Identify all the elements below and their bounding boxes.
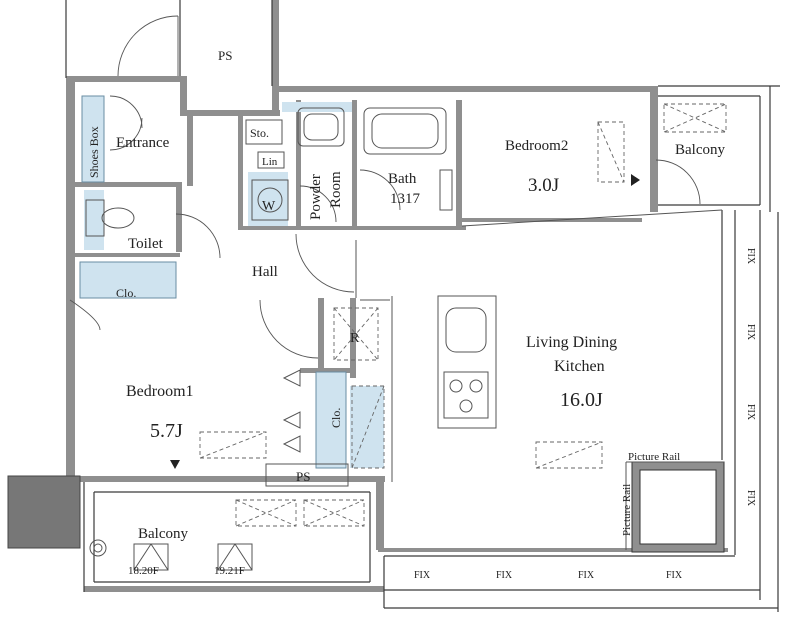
sto-label: Sto. bbox=[250, 126, 269, 140]
ldk-size-label: 16.0J bbox=[560, 389, 603, 411]
closet-mid-panel bbox=[350, 386, 384, 468]
toilet-icon bbox=[85, 199, 105, 237]
direction-marker-bedroom2 bbox=[631, 174, 640, 186]
bath-size-label: 1317 bbox=[390, 191, 421, 207]
closet-left-label: Clo. bbox=[116, 286, 136, 300]
lin-label: Lin bbox=[262, 156, 278, 168]
powder-room-label-1: Powder bbox=[308, 174, 324, 220]
balcony-bottom-label: Balcony bbox=[138, 526, 188, 542]
balcony-top-label: Balcony bbox=[675, 142, 725, 158]
powder-room-label-2: Room bbox=[328, 171, 344, 208]
exterior-unit-block bbox=[7, 475, 81, 549]
stove-icon bbox=[443, 371, 489, 419]
hall-label: Hall bbox=[252, 264, 278, 280]
washer-icon bbox=[251, 179, 289, 221]
fix-right-2: FIX bbox=[745, 324, 756, 341]
closet-mid-label: Clo. bbox=[329, 408, 343, 428]
fix-right-1: FIX bbox=[745, 248, 756, 265]
toilet-label: Toilet bbox=[128, 236, 164, 252]
shoes-box-label: Shoes Box bbox=[87, 126, 101, 178]
bedroom1-size-label: 5.7J bbox=[150, 420, 183, 442]
fix-bottom-3: FIX bbox=[578, 570, 595, 581]
closet-left-area bbox=[79, 261, 177, 299]
picture-rail-horizontal-label: Picture Rail bbox=[628, 451, 680, 463]
entrance-label: Entrance bbox=[116, 135, 170, 151]
drain-icon bbox=[89, 539, 107, 557]
ps-bottom-label: PS bbox=[296, 469, 310, 484]
fix-right-4: FIX bbox=[745, 490, 756, 507]
bath-label: Bath bbox=[388, 171, 417, 187]
bedroom1-label: Bedroom1 bbox=[126, 383, 194, 400]
shoes-box-area bbox=[81, 95, 105, 183]
room-labels: PS Shoes Box Entrance Sto. Lin W Powder … bbox=[87, 48, 725, 577]
kitchen-counter bbox=[437, 295, 497, 429]
w-label: W bbox=[262, 199, 276, 214]
fix-bottom-2: FIX bbox=[496, 570, 513, 581]
floor-label-a: 18.20F bbox=[128, 565, 159, 577]
fix-bottom-4: FIX bbox=[666, 570, 683, 581]
fixtures bbox=[85, 103, 727, 571]
sink-icon bbox=[297, 107, 345, 147]
bathtub-icon bbox=[363, 107, 447, 155]
bedroom2-size-label: 3.0J bbox=[528, 175, 559, 196]
fix-bottom-1: FIX bbox=[414, 570, 431, 581]
door-swings bbox=[69, 15, 701, 359]
ps-top-label: PS bbox=[218, 48, 232, 63]
ldk-label-1: Living Dining bbox=[526, 334, 617, 351]
ldk-label-2: Kitchen bbox=[554, 358, 605, 375]
floor-label-b: 19.21F bbox=[214, 565, 245, 577]
bedroom2-label: Bedroom2 bbox=[505, 138, 568, 154]
fix-labels: FIX FIX FIX FIX FIX FIX FIX FIX bbox=[414, 248, 756, 581]
outline-lines bbox=[65, 0, 780, 612]
direction-marker-bedroom1 bbox=[170, 460, 180, 469]
refrigerator-icon bbox=[333, 307, 379, 361]
fix-right-3: FIX bbox=[745, 404, 756, 421]
closet-mid-area bbox=[315, 371, 347, 469]
picture-rail-vertical-label: Picture Rail bbox=[621, 484, 633, 536]
refrigerator-label: R bbox=[350, 331, 360, 346]
storage-areas bbox=[79, 95, 384, 469]
